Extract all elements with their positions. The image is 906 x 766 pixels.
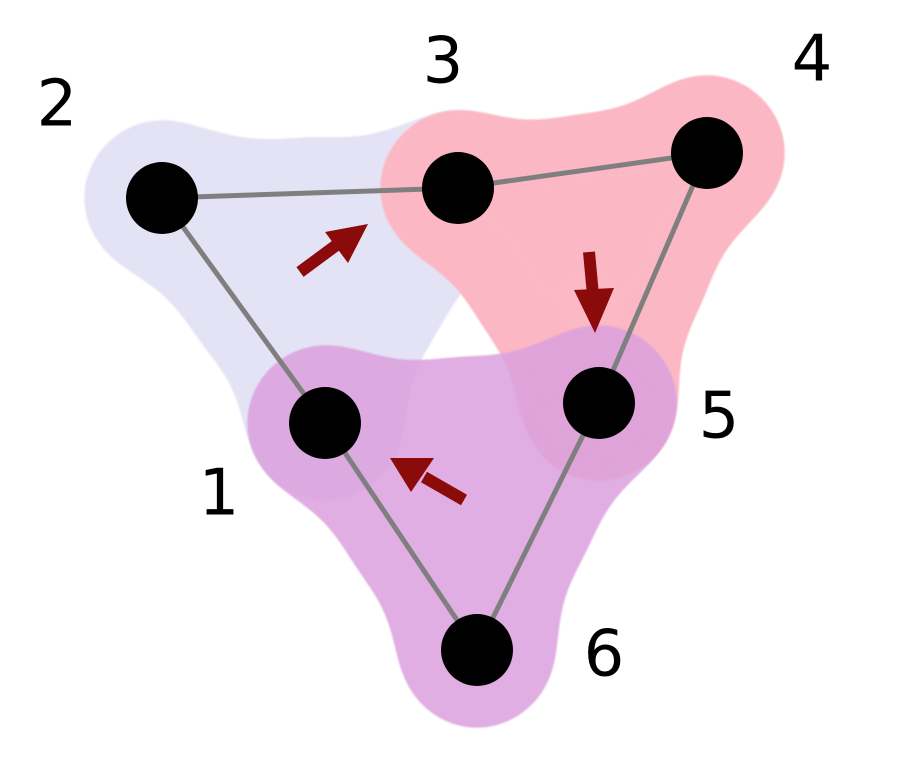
node-label-1: 1	[199, 457, 240, 531]
node-layer	[126, 117, 743, 686]
node-1[interactable]	[289, 387, 361, 459]
node-5[interactable]	[563, 367, 635, 439]
arrow-layer	[296, 224, 614, 506]
node-label-6: 6	[584, 618, 625, 692]
node-label-3: 3	[423, 25, 464, 99]
arrow-cluster-lavender-icon[interactable]	[296, 224, 368, 277]
edge-layer	[159, 150, 710, 653]
node-label-layer: 2 3 4 1 5 6	[37, 23, 833, 692]
node-2[interactable]	[126, 162, 198, 234]
node-4[interactable]	[671, 117, 743, 189]
edge-3-4[interactable]	[455, 150, 710, 191]
edge-4-5[interactable]	[596, 150, 710, 406]
node-label-5: 5	[699, 380, 740, 454]
edge-1-6[interactable]	[322, 420, 480, 653]
edge-2-1[interactable]	[159, 195, 328, 426]
node-label-4: 4	[792, 23, 833, 97]
arrow-cluster-pink-icon[interactable]	[574, 251, 614, 333]
node-label-2: 2	[37, 68, 78, 142]
edge-5-6[interactable]	[474, 400, 602, 653]
edge-2-3[interactable]	[159, 185, 461, 201]
arrow-cluster-orchid-icon[interactable]	[390, 458, 467, 506]
node-6[interactable]	[441, 614, 513, 686]
node-3[interactable]	[422, 152, 494, 224]
